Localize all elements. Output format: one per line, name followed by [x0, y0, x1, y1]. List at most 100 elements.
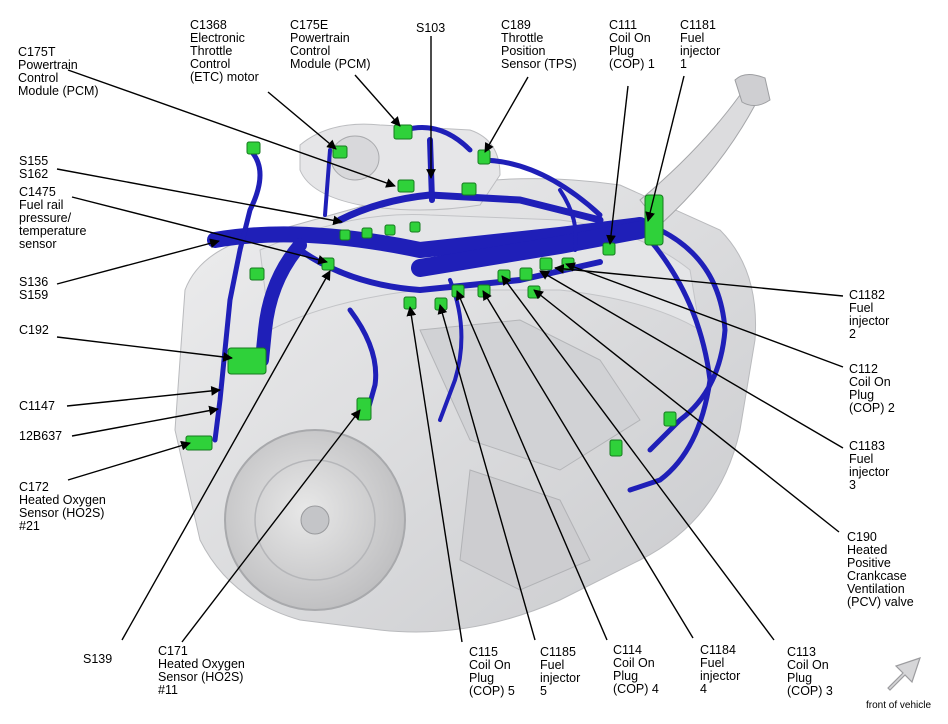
- connector-row-1: [339, 229, 351, 241]
- label-line: 3: [849, 478, 856, 492]
- front-of-vehicle-label: front of vehicle: [866, 700, 932, 711]
- leader-12b637: [71, 405, 219, 437]
- leader-c192: [56, 336, 233, 362]
- label-line: Coil On: [609, 31, 651, 45]
- label-line: Fuel: [680, 31, 705, 45]
- leader-c112: [565, 262, 844, 368]
- label-line: C1184: [700, 643, 736, 657]
- label-line: Fuel rail: [19, 198, 64, 212]
- label-line: pressure/: [19, 211, 72, 225]
- label-line: Throttle: [190, 44, 233, 58]
- label-line: Heated: [847, 543, 888, 557]
- label-line: C113: [787, 645, 816, 659]
- leader-s155: [56, 168, 343, 226]
- label-line: (COP) 4: [613, 682, 659, 696]
- label-line: #21: [19, 519, 40, 533]
- leader-c1185: [437, 304, 536, 641]
- leader-c1183: [539, 270, 844, 449]
- flywheel: [224, 429, 406, 611]
- label-line: C1475: [19, 185, 56, 199]
- label-line: Sensor (HO2S): [158, 670, 244, 684]
- label-line: 12B637: [19, 429, 63, 443]
- connector-c1182: [539, 257, 553, 271]
- label-line: Sensor (HO2S): [19, 506, 105, 520]
- connector-c1185: [451, 284, 465, 298]
- connector-c171: [356, 397, 372, 421]
- label-line: Heated Oxygen: [158, 657, 245, 671]
- connector-c111: [602, 242, 616, 256]
- leader-c1368: [267, 91, 337, 150]
- leader-c1181: [645, 75, 685, 222]
- label-12b637: 12B637: [19, 430, 62, 443]
- label-line: sensor: [19, 237, 57, 251]
- leader-c189: [484, 76, 529, 153]
- leader-c115: [406, 306, 463, 643]
- label-line: Powertrain: [290, 31, 350, 45]
- leader-c175e: [354, 74, 401, 127]
- leader-c172: [67, 440, 191, 481]
- label-s103: S103: [416, 22, 445, 35]
- connector-c189: [477, 149, 491, 165]
- label-line: C175T: [18, 45, 56, 59]
- leader-c1475: [71, 196, 328, 265]
- label-line: injector: [700, 669, 741, 683]
- label-line: 1: [680, 57, 687, 71]
- label-line: Coil On: [787, 658, 829, 672]
- label-line: C112: [849, 362, 878, 376]
- leader-c111: [606, 85, 629, 245]
- label-line: C1147: [19, 399, 55, 413]
- label-line: (COP) 3: [787, 684, 833, 698]
- label-line: Control: [190, 57, 231, 71]
- label-line: injector: [849, 314, 890, 328]
- connector-c114: [477, 284, 491, 298]
- label-line: C175E: [290, 18, 329, 32]
- connector-c175t: [246, 141, 261, 155]
- label-line: Control: [290, 44, 331, 58]
- label-line: Fuel: [700, 656, 725, 670]
- label-line: C171: [158, 644, 188, 658]
- label-line: S103: [416, 21, 446, 35]
- label-line: 5: [540, 684, 547, 698]
- label-line: C111: [609, 18, 638, 32]
- connector-row-4: [409, 221, 421, 233]
- label-line: Coil On: [469, 658, 511, 672]
- label-line: C1368: [190, 18, 227, 32]
- label-line: S155: [19, 154, 49, 168]
- label-line: Heated Oxygen: [19, 493, 106, 507]
- label-line: (COP) 5: [469, 684, 515, 698]
- label-line: C1181: [680, 18, 716, 32]
- connector-c175e: [393, 124, 413, 140]
- label-line: C1182: [849, 288, 885, 302]
- label-line: Plug: [787, 671, 813, 685]
- label-line: Position: [501, 44, 546, 58]
- label-c192: C192: [19, 324, 49, 337]
- label-line: 2: [849, 327, 856, 341]
- label-line: S162: [19, 167, 49, 181]
- connector-pcm: [461, 182, 477, 196]
- label-line: Positive: [847, 556, 891, 570]
- label-line: Plug: [469, 671, 495, 685]
- label-line: Coil On: [613, 656, 655, 670]
- connector-c113: [527, 285, 541, 299]
- label-line: injector: [849, 465, 890, 479]
- label-line: Module (PCM): [18, 84, 99, 98]
- label-line: Ventilation: [847, 582, 905, 596]
- label-line: Plug: [613, 669, 639, 683]
- label-line: C192: [19, 323, 49, 337]
- label-line: Module (PCM): [290, 57, 371, 71]
- label-line: S139: [83, 652, 113, 666]
- connector-c1183: [519, 267, 533, 281]
- leader-c175t: [67, 69, 396, 188]
